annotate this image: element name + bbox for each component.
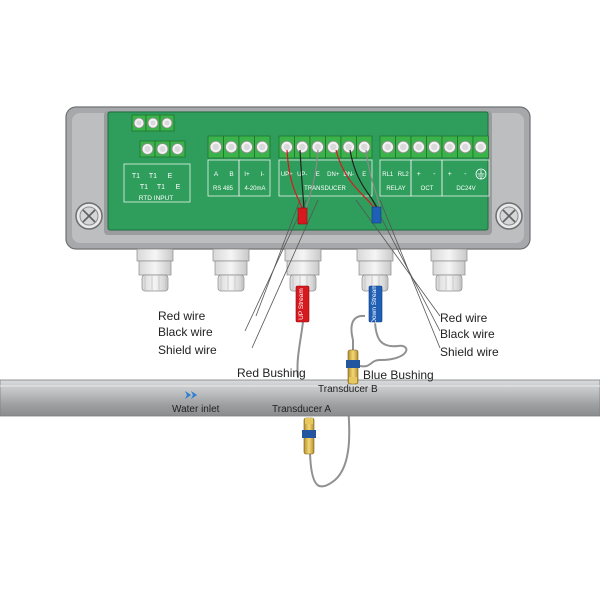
oct-pin-label: -: [433, 171, 436, 178]
transducer-b: [346, 349, 360, 385]
rtd-terminal-top: [131, 114, 147, 132]
transducer-a-label: Transducer A: [272, 404, 331, 415]
rs485-pin-label: A: [214, 171, 219, 178]
rtd-terminal-top: [145, 114, 161, 132]
cable-gland: [212, 248, 250, 292]
terminal-block: [254, 135, 271, 159]
water-inlet-label: Water inlet: [172, 404, 220, 415]
terminal-block: [223, 135, 240, 159]
screw-icon: [495, 202, 523, 230]
rtd-bottom-pin-label: T1: [140, 184, 148, 191]
blue-bushing-label: Blue Bushing: [363, 368, 434, 382]
transducer-pin-label: E: [316, 172, 320, 178]
output-terminal: [410, 135, 427, 159]
right-shield-wire-label: Shield wire: [440, 345, 499, 359]
output-terminal: [472, 135, 489, 159]
rs485-group-label: RS 485: [213, 186, 234, 192]
terminal-block: [207, 135, 224, 159]
rtd-terminal-bottom: [154, 140, 171, 158]
svg-text:UP Stream: UP Stream: [298, 288, 305, 320]
transducer-cables: [296, 314, 408, 488]
transducer-terminal: [309, 135, 326, 159]
dc-pin-label: +: [448, 171, 452, 178]
left-shield-wire-label: Shield wire: [158, 343, 217, 357]
cable-glands: [136, 248, 468, 292]
rtd-terminal-top: [159, 114, 175, 132]
current-group-label: 4-20mA: [244, 186, 265, 192]
red-bushing: UP Stream: [295, 285, 310, 323]
transducer-pin-label: UP+: [281, 172, 293, 178]
output-terminal: [457, 135, 474, 159]
cable-gland: [136, 248, 174, 292]
output-terminal: [426, 135, 443, 159]
relay-group-label: RELAY: [386, 186, 405, 192]
rtd-group-label: RTD INPUT: [139, 195, 174, 202]
current-pin-label: I+: [244, 171, 250, 178]
right-red-wire-label: Red wire: [440, 311, 488, 325]
left-red-wire-label: Red wire: [158, 309, 206, 323]
transducer-terminal: [325, 135, 342, 159]
output-terminal: [441, 135, 458, 159]
internal-wires: [286, 149, 381, 209]
rtd-top-pin-label: T1: [149, 173, 157, 180]
cable-gland: [430, 248, 468, 292]
ground-icon: [475, 168, 487, 180]
transducer-terminal: [278, 135, 295, 159]
rtd-bottom-pin-label: T1: [157, 184, 165, 191]
transducer-pin-label: DN-: [343, 172, 354, 178]
terminal-block: [238, 135, 255, 159]
flow-arrow-icon: [185, 391, 197, 399]
output-terminal: [379, 135, 396, 159]
callout-leaders: [244, 199, 441, 349]
transducer-pin-label: E: [362, 172, 366, 178]
dc24v-group-label: DC24V: [456, 186, 475, 192]
relay-pin-label: RL1: [382, 172, 394, 178]
relay-pin-label: RL2: [398, 172, 410, 178]
transducer-pin-label: DN+: [327, 172, 340, 178]
cable-gland: [356, 248, 394, 292]
output-terminal: [395, 135, 412, 159]
transducer-terminal: [294, 135, 311, 159]
rtd-top-pin-label: T1: [132, 173, 140, 180]
red-bushing-marker: [297, 207, 308, 225]
pipe: [0, 379, 600, 417]
red-bushing-label: Red Bushing: [237, 366, 306, 380]
transducer-terminal: [356, 135, 373, 159]
right-black-wire-label: Black wire: [440, 327, 495, 341]
screw-icon: [75, 202, 103, 230]
oct-pin-label: +: [417, 171, 421, 178]
blue-bushing: Down Stream: [368, 284, 383, 324]
rtd-terminal-bottom: [139, 140, 156, 158]
transducer-pin-label: UP-: [297, 172, 307, 178]
dc-pin-label: -: [464, 171, 467, 178]
rtd-terminal-bottom: [169, 140, 186, 158]
transducer-b-label: Transducer B: [318, 384, 378, 395]
rtd-top-pin-label: E: [168, 173, 173, 180]
dc24v-box: [441, 159, 490, 197]
transducer-group-label: TRANSDUCER: [304, 186, 346, 192]
oct-group-label: OCT: [421, 186, 434, 192]
transducer-terminal: [340, 135, 357, 159]
rs485-pin-label: B: [229, 171, 233, 178]
blue-bushing-marker: [371, 206, 382, 224]
rtd-bottom-pin-label: E: [176, 184, 181, 191]
rtd-input-box: [123, 163, 191, 203]
left-black-wire-label: Black wire: [158, 325, 213, 339]
current-box: [238, 159, 271, 197]
current-pin-label: I-: [261, 171, 265, 178]
svg-text:Down Stream: Down Stream: [371, 284, 378, 323]
transducer-a: [302, 417, 316, 455]
cable-gland: [284, 248, 322, 292]
